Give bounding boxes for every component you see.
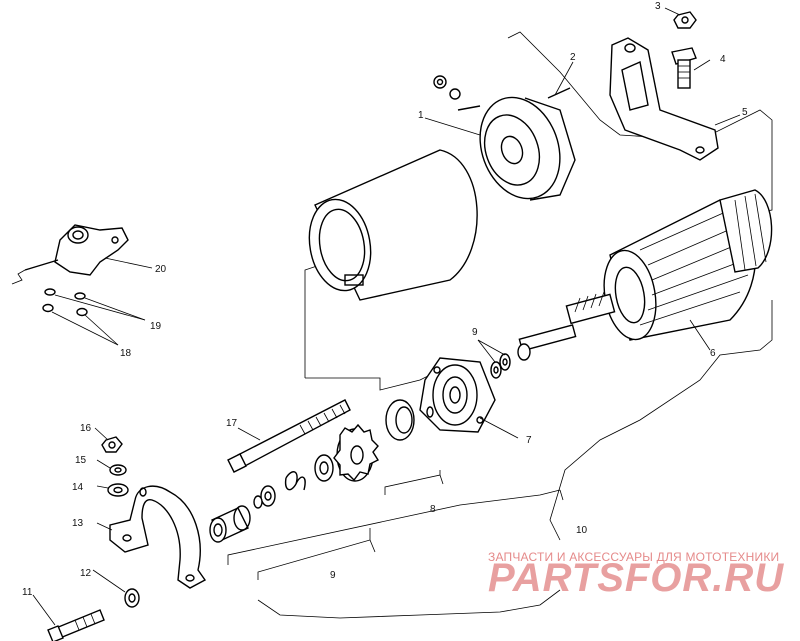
callout-9-upper: 9 xyxy=(472,327,478,338)
flat-washer-14 xyxy=(107,483,129,497)
callout-7: 7 xyxy=(526,435,532,446)
bracket-nut-16 xyxy=(101,436,123,453)
callout-4: 4 xyxy=(720,54,726,65)
shaft-washers-upper xyxy=(490,353,511,379)
callout-17: 17 xyxy=(226,418,238,429)
solenoid-switch xyxy=(11,224,129,285)
bracket-bolt xyxy=(671,47,697,89)
group-bracket-8 xyxy=(384,470,444,495)
support-bracket xyxy=(109,485,207,589)
field-housing-cylinder xyxy=(308,149,478,301)
watermark-logo: PARTSFOR.RU xyxy=(488,556,785,600)
pinion-drive-gear xyxy=(333,423,380,482)
armature xyxy=(517,189,773,361)
callout-3: 3 xyxy=(655,1,661,12)
watermark-tagline: ЗАПЧАСТИ И АКСЕССУАРЫ ДЛЯ МОТОТЕХНИКИ xyxy=(488,550,780,564)
small-washer-19 xyxy=(44,288,86,300)
callout-16: 16 xyxy=(80,423,92,434)
leader-lines xyxy=(32,7,741,626)
assembly-boundary-lower xyxy=(257,589,561,619)
callout-12: 12 xyxy=(80,568,92,579)
top-nut xyxy=(673,11,697,29)
group-bracket-10 xyxy=(227,489,564,565)
drive-spring-clips xyxy=(253,454,334,509)
callout-6: 6 xyxy=(710,348,716,359)
callout-9-lower: 9 xyxy=(330,570,336,581)
callout-14: 14 xyxy=(72,482,84,493)
callout-8: 8 xyxy=(430,504,436,515)
callout-10: 10 xyxy=(576,525,588,536)
callout-15: 15 xyxy=(75,455,87,466)
end-cap-housing xyxy=(433,75,576,201)
drive-sleeve xyxy=(209,505,251,543)
callout-20: 20 xyxy=(155,264,167,275)
callout-18: 18 xyxy=(120,348,132,359)
callout-1: 1 xyxy=(418,110,424,121)
drive-end-flange xyxy=(385,357,496,441)
callout-11: 11 xyxy=(22,587,33,598)
mount-bolt-11 xyxy=(47,609,105,641)
callout-19: 19 xyxy=(150,321,162,332)
small-nut-18 xyxy=(42,303,88,317)
lock-washer-15 xyxy=(109,464,127,476)
callout-5: 5 xyxy=(742,107,748,118)
callout-13: 13 xyxy=(72,518,84,529)
washer-12 xyxy=(124,588,140,608)
callout-2: 2 xyxy=(570,52,576,63)
mounting-bracket xyxy=(609,37,719,161)
through-bolt xyxy=(227,399,351,473)
group-bracket-9 xyxy=(257,528,376,580)
